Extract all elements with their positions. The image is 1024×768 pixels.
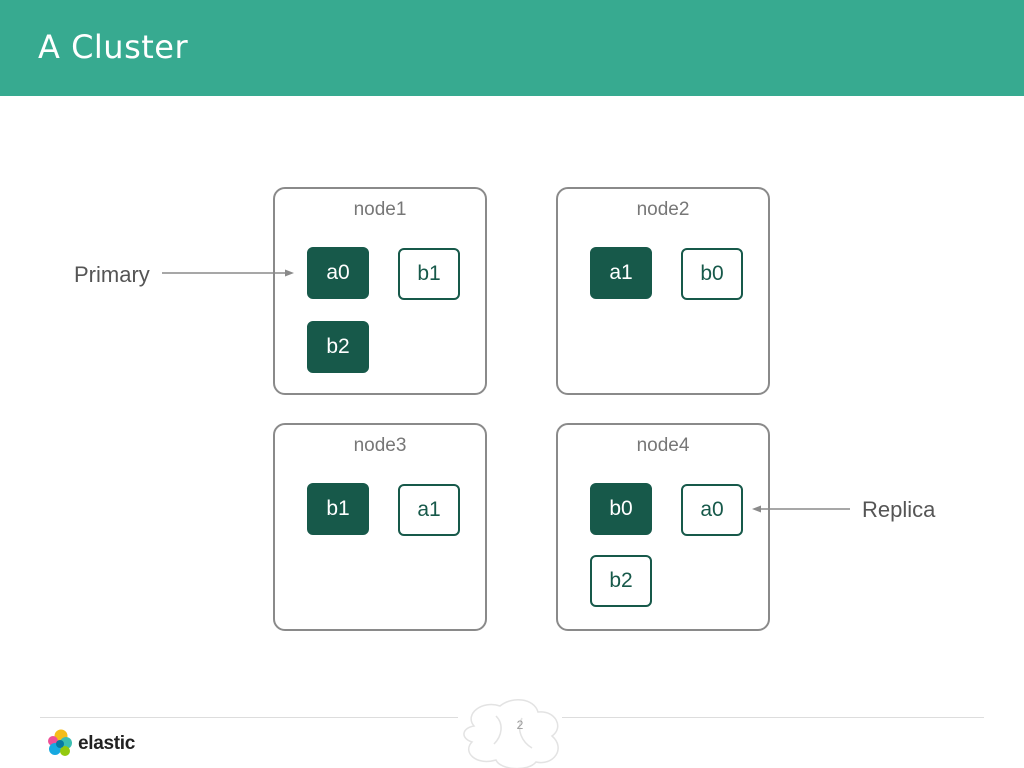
shard-primary: a1 <box>590 247 652 299</box>
shard-primary: a0 <box>307 247 369 299</box>
shard-replica: b2 <box>590 555 652 607</box>
elastic-watermark-icon <box>463 699 559 768</box>
shard-replica: a1 <box>398 484 460 536</box>
primary-arrow <box>162 269 294 277</box>
node-label: node4 <box>636 435 690 456</box>
shard-replica: a0 <box>681 484 743 536</box>
node-label: node1 <box>353 199 407 220</box>
primary-callout-label: Primary <box>74 262 150 287</box>
elastic-logo-icon <box>48 729 72 756</box>
shard-primary: b0 <box>590 483 652 535</box>
replica-arrow <box>752 505 850 513</box>
page-number: 2 <box>516 718 524 732</box>
elastic-brand-text: elastic <box>78 733 136 754</box>
shard-primary: b1 <box>307 483 369 535</box>
node-label: node2 <box>636 199 690 220</box>
header-bar: A Cluster <box>0 0 1024 96</box>
node-box-node2: node2 a1 b0 <box>556 187 770 395</box>
slide-title: A Cluster <box>38 28 189 66</box>
node-box-node1: node1 a0 b1 b2 <box>273 187 487 395</box>
shard-replica: b1 <box>398 248 460 300</box>
shard-primary: b2 <box>307 321 369 373</box>
node-label: node3 <box>353 435 407 456</box>
footer-divider-left <box>40 717 458 718</box>
footer-divider-right <box>562 717 984 718</box>
replica-callout-label: Replica <box>862 497 936 522</box>
node-box-node4: node4 b0 a0 b2 <box>556 423 770 631</box>
node-box-node3: node3 b1 a1 <box>273 423 487 631</box>
shard-replica: b0 <box>681 248 743 300</box>
